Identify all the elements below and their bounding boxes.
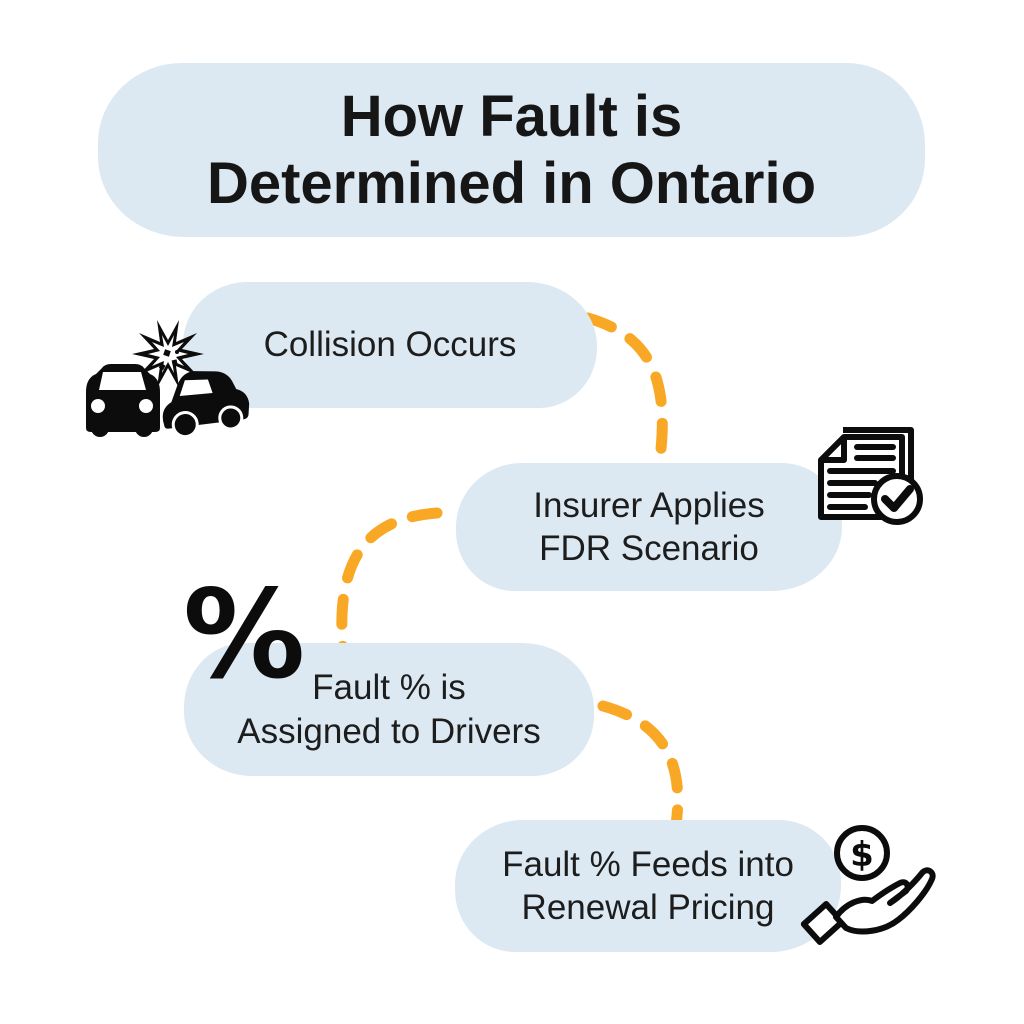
hand-coin-icon: $	[800, 825, 936, 945]
page-title-line2: Determined in Ontario	[206, 151, 817, 216]
percent-icon: %	[183, 564, 306, 706]
page-title-line1: How Fault is	[340, 83, 683, 149]
dollar-symbol: $	[850, 835, 874, 875]
car-collision-icon	[86, 320, 250, 439]
document-check-icon	[818, 427, 923, 525]
connector-step3-step4	[597, 700, 684, 831]
connector-step2-step3	[336, 507, 443, 656]
step-label: Collision Occurs	[263, 325, 517, 365]
side-car	[162, 371, 250, 439]
front-car	[86, 364, 160, 437]
connector-step1-step2	[582, 312, 668, 464]
step-bubble-collision-occurs: Collision Occurs	[183, 282, 597, 408]
